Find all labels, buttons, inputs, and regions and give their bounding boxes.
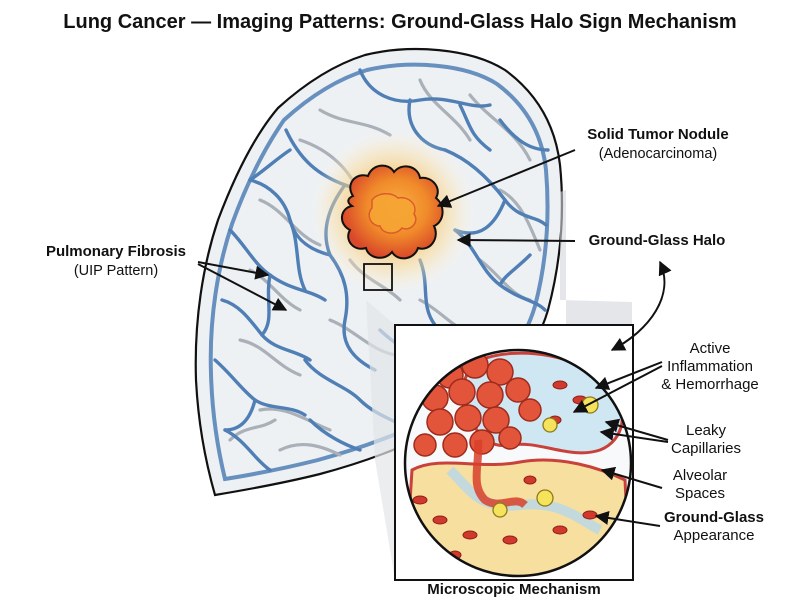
arrow-capillaries-b	[599, 426, 669, 443]
arrow-inflammation-a	[594, 361, 663, 390]
label-groundglass-line1: Ground-Glass	[664, 509, 764, 526]
arrow-capillaries-a	[604, 418, 669, 441]
arrow-fibrosis-upper	[197, 261, 270, 280]
label-capillaries-line1: Leaky	[686, 422, 727, 439]
label-fibrosis-type: (UIP Pattern)	[74, 263, 158, 279]
arrow-groundglass	[594, 511, 661, 527]
label-halo: Ground-Glass Halo	[589, 232, 726, 249]
label-inflammation-line3: & Hemorrhage	[661, 376, 759, 393]
arrow-tumor	[436, 149, 576, 208]
annotation-arrows	[197, 149, 672, 527]
microscopic-caption: Microscopic Mechanism	[427, 581, 600, 598]
label-alveolar-line1: Alveolar	[673, 467, 727, 484]
zoom-projection	[395, 190, 632, 325]
arrow-halo	[456, 233, 576, 248]
microscopic-panel: Microscopic Mechanism	[394, 324, 634, 598]
hemorrhage-stream	[472, 439, 528, 509]
arrow-alveolar	[600, 466, 663, 489]
arrow-halo-to-panel	[610, 260, 672, 351]
label-tumor-type: (Adenocarcinoma)	[599, 146, 717, 162]
label-tumor-name: Solid Tumor Nodule	[587, 126, 728, 143]
microscope-view-circle	[403, 348, 633, 578]
arrow-inflammation-b	[572, 365, 663, 413]
arrow-fibrosis-lower	[197, 263, 288, 311]
ground-glass-fluid	[405, 458, 631, 576]
label-groundglass-line2: Appearance	[674, 527, 755, 544]
label-inflammation-line1: Active	[690, 340, 731, 357]
tumor-core	[368, 193, 417, 234]
lung-lobe	[194, 48, 564, 497]
magnified-region-marker	[363, 263, 393, 291]
zoom-projection-lower	[366, 300, 395, 580]
label-alveolar-line2: Spaces	[675, 485, 725, 502]
label-fibrosis-name: Pulmonary Fibrosis	[46, 243, 186, 260]
diagram-title: Lung Cancer — Imaging Patterns: Ground-G…	[63, 11, 736, 33]
label-capillaries-line2: Capillaries	[671, 440, 741, 457]
label-inflammation-line2: Inflammation	[667, 358, 753, 375]
